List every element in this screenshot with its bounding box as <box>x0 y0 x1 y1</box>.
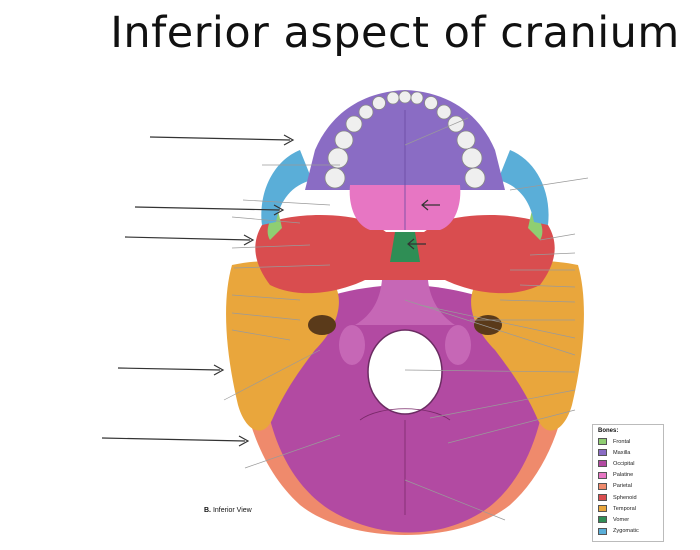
legend-item: Temporal <box>598 503 658 514</box>
legend-swatch <box>598 449 607 457</box>
figure-caption: B. Inferior View <box>204 507 252 514</box>
legend-label: Parietal <box>613 483 632 490</box>
zygomatic-bone-left <box>261 150 312 225</box>
legend-label: Occipital <box>613 460 635 467</box>
legend-swatch <box>598 460 607 468</box>
legend-swatch <box>598 482 607 490</box>
legend-label: Sphenoid <box>613 494 637 501</box>
basilar-occipital <box>355 280 455 325</box>
legend-swatch <box>598 516 607 524</box>
legend-item: Maxilla <box>598 447 658 458</box>
legend-item: Parietal <box>598 481 658 492</box>
caption-text: Inferior View <box>212 507 252 514</box>
legend-swatch <box>598 527 607 535</box>
vomer-bone <box>390 232 420 262</box>
bones-legend: Bones: Frontal Maxilla Occipital Palatin… <box>592 424 664 542</box>
legend-item: Occipital <box>598 458 658 469</box>
occipital-condyle-left <box>339 325 365 365</box>
occipital-condyle-right <box>445 325 471 365</box>
legend-item: Palatine <box>598 470 658 481</box>
leader-lines <box>223 117 589 521</box>
legend-item: Zygomatic <box>598 526 658 537</box>
frontal-bone-left <box>267 210 282 240</box>
zygomatic-bone-right <box>498 150 549 225</box>
temporal-bone-right <box>471 261 584 431</box>
legend-label: Maxilla <box>613 449 631 456</box>
teeth <box>324 90 486 189</box>
caption-letter: B. <box>204 507 211 514</box>
pointer-arrows <box>101 134 440 447</box>
legend-item: Frontal <box>598 436 658 447</box>
legend-swatch <box>598 471 607 479</box>
legend-label: Vomer <box>613 516 630 523</box>
temporal-bone-left <box>226 261 339 431</box>
frontal-bone-right <box>528 210 543 240</box>
foramen-magnum <box>367 329 443 415</box>
legend-label: Temporal <box>613 505 637 512</box>
legend-label: Palatine <box>613 472 634 479</box>
legend-title: Bones: <box>598 428 619 434</box>
legend-swatch <box>598 438 607 446</box>
legend-label: Frontal <box>613 438 631 445</box>
legend-label: Zygomatic <box>613 528 639 535</box>
legend-swatch <box>598 505 607 513</box>
jugular-foramen-right <box>474 315 502 335</box>
legend-item: Sphenoid <box>598 492 658 503</box>
legend-swatch <box>598 494 607 502</box>
legend-item: Vomer <box>598 514 658 525</box>
jugular-foramen-left <box>308 315 336 335</box>
page-title: Inferior aspect of cranium <box>110 8 680 58</box>
